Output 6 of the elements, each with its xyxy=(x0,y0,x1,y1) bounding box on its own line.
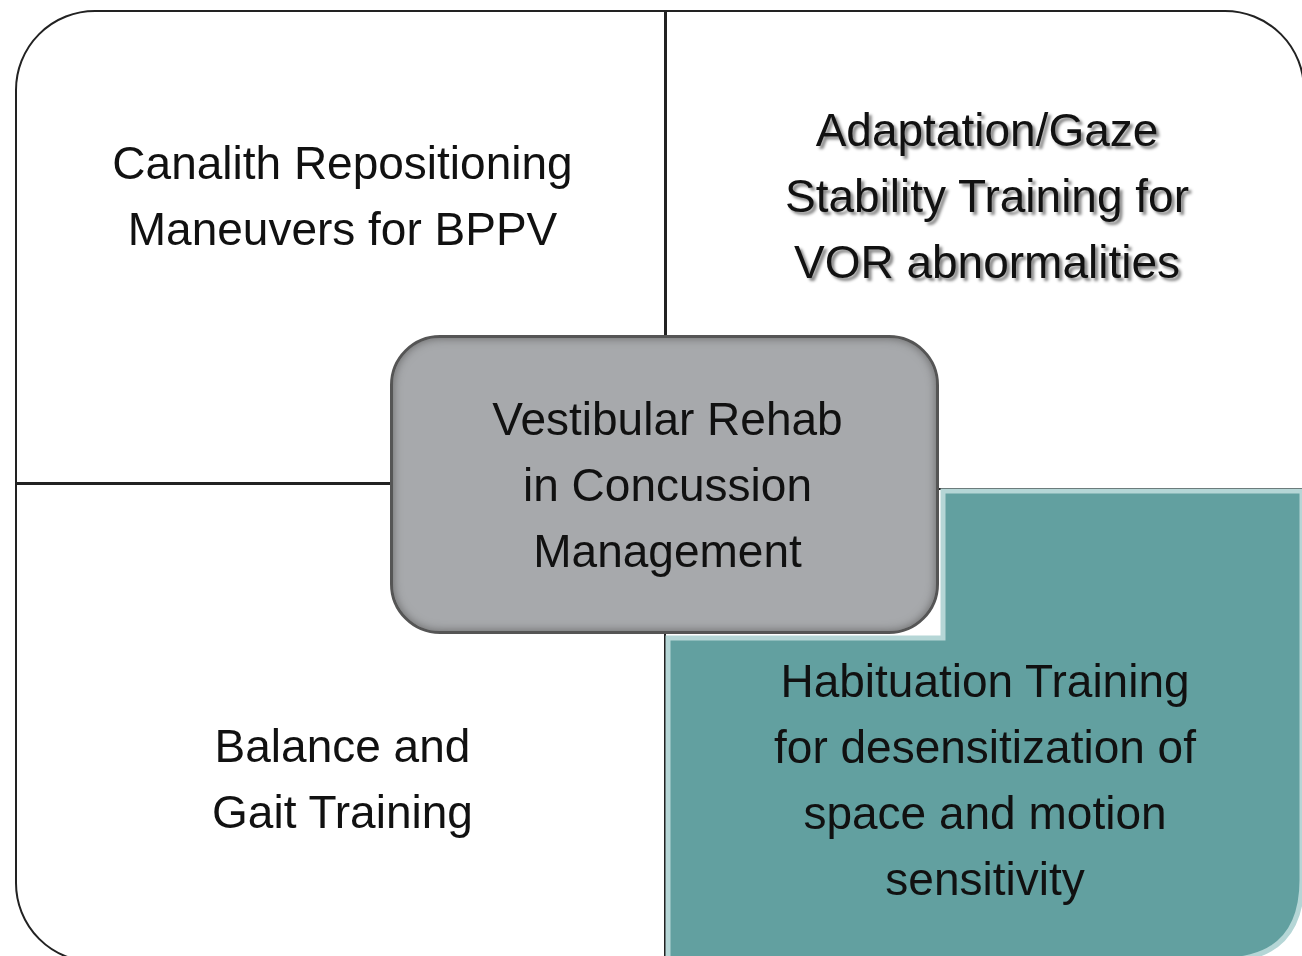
panel-label: Vestibular Rehab in Concussion Management xyxy=(491,392,844,579)
panel-label: Adaptation/Gaze Stability Training for VOR abnormalities xyxy=(784,103,1190,290)
center-box xyxy=(390,335,939,634)
panel-label: Balance and Gait Training xyxy=(211,719,474,840)
panel-label: Canalith Repositioning Maneuvers for BPPV xyxy=(111,136,574,257)
panel-label: Habituation Training for desensitization of space and motion sensitivity xyxy=(773,654,1197,907)
